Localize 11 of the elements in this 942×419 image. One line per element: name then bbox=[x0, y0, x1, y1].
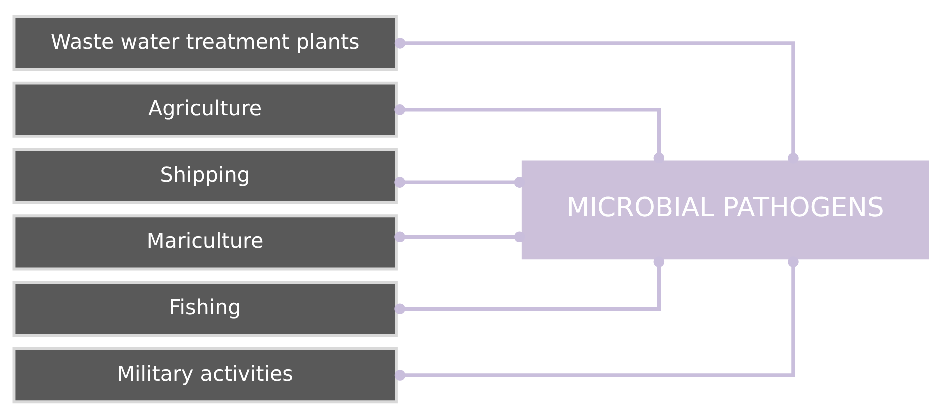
node-box: Shipping bbox=[12, 148, 398, 204]
connector bbox=[394, 256, 799, 381]
node-box: Waste water treatment plants bbox=[12, 15, 398, 72]
node-box: MICROBIAL PATHOGENS bbox=[522, 160, 930, 260]
node-box: Military activities bbox=[12, 347, 398, 404]
connector bbox=[394, 256, 665, 314]
connector bbox=[394, 104, 665, 164]
node-box: Fishing bbox=[12, 281, 398, 338]
node-box: Agriculture bbox=[12, 82, 398, 138]
connector bbox=[394, 38, 799, 164]
node-box: Mariculture bbox=[12, 214, 398, 271]
